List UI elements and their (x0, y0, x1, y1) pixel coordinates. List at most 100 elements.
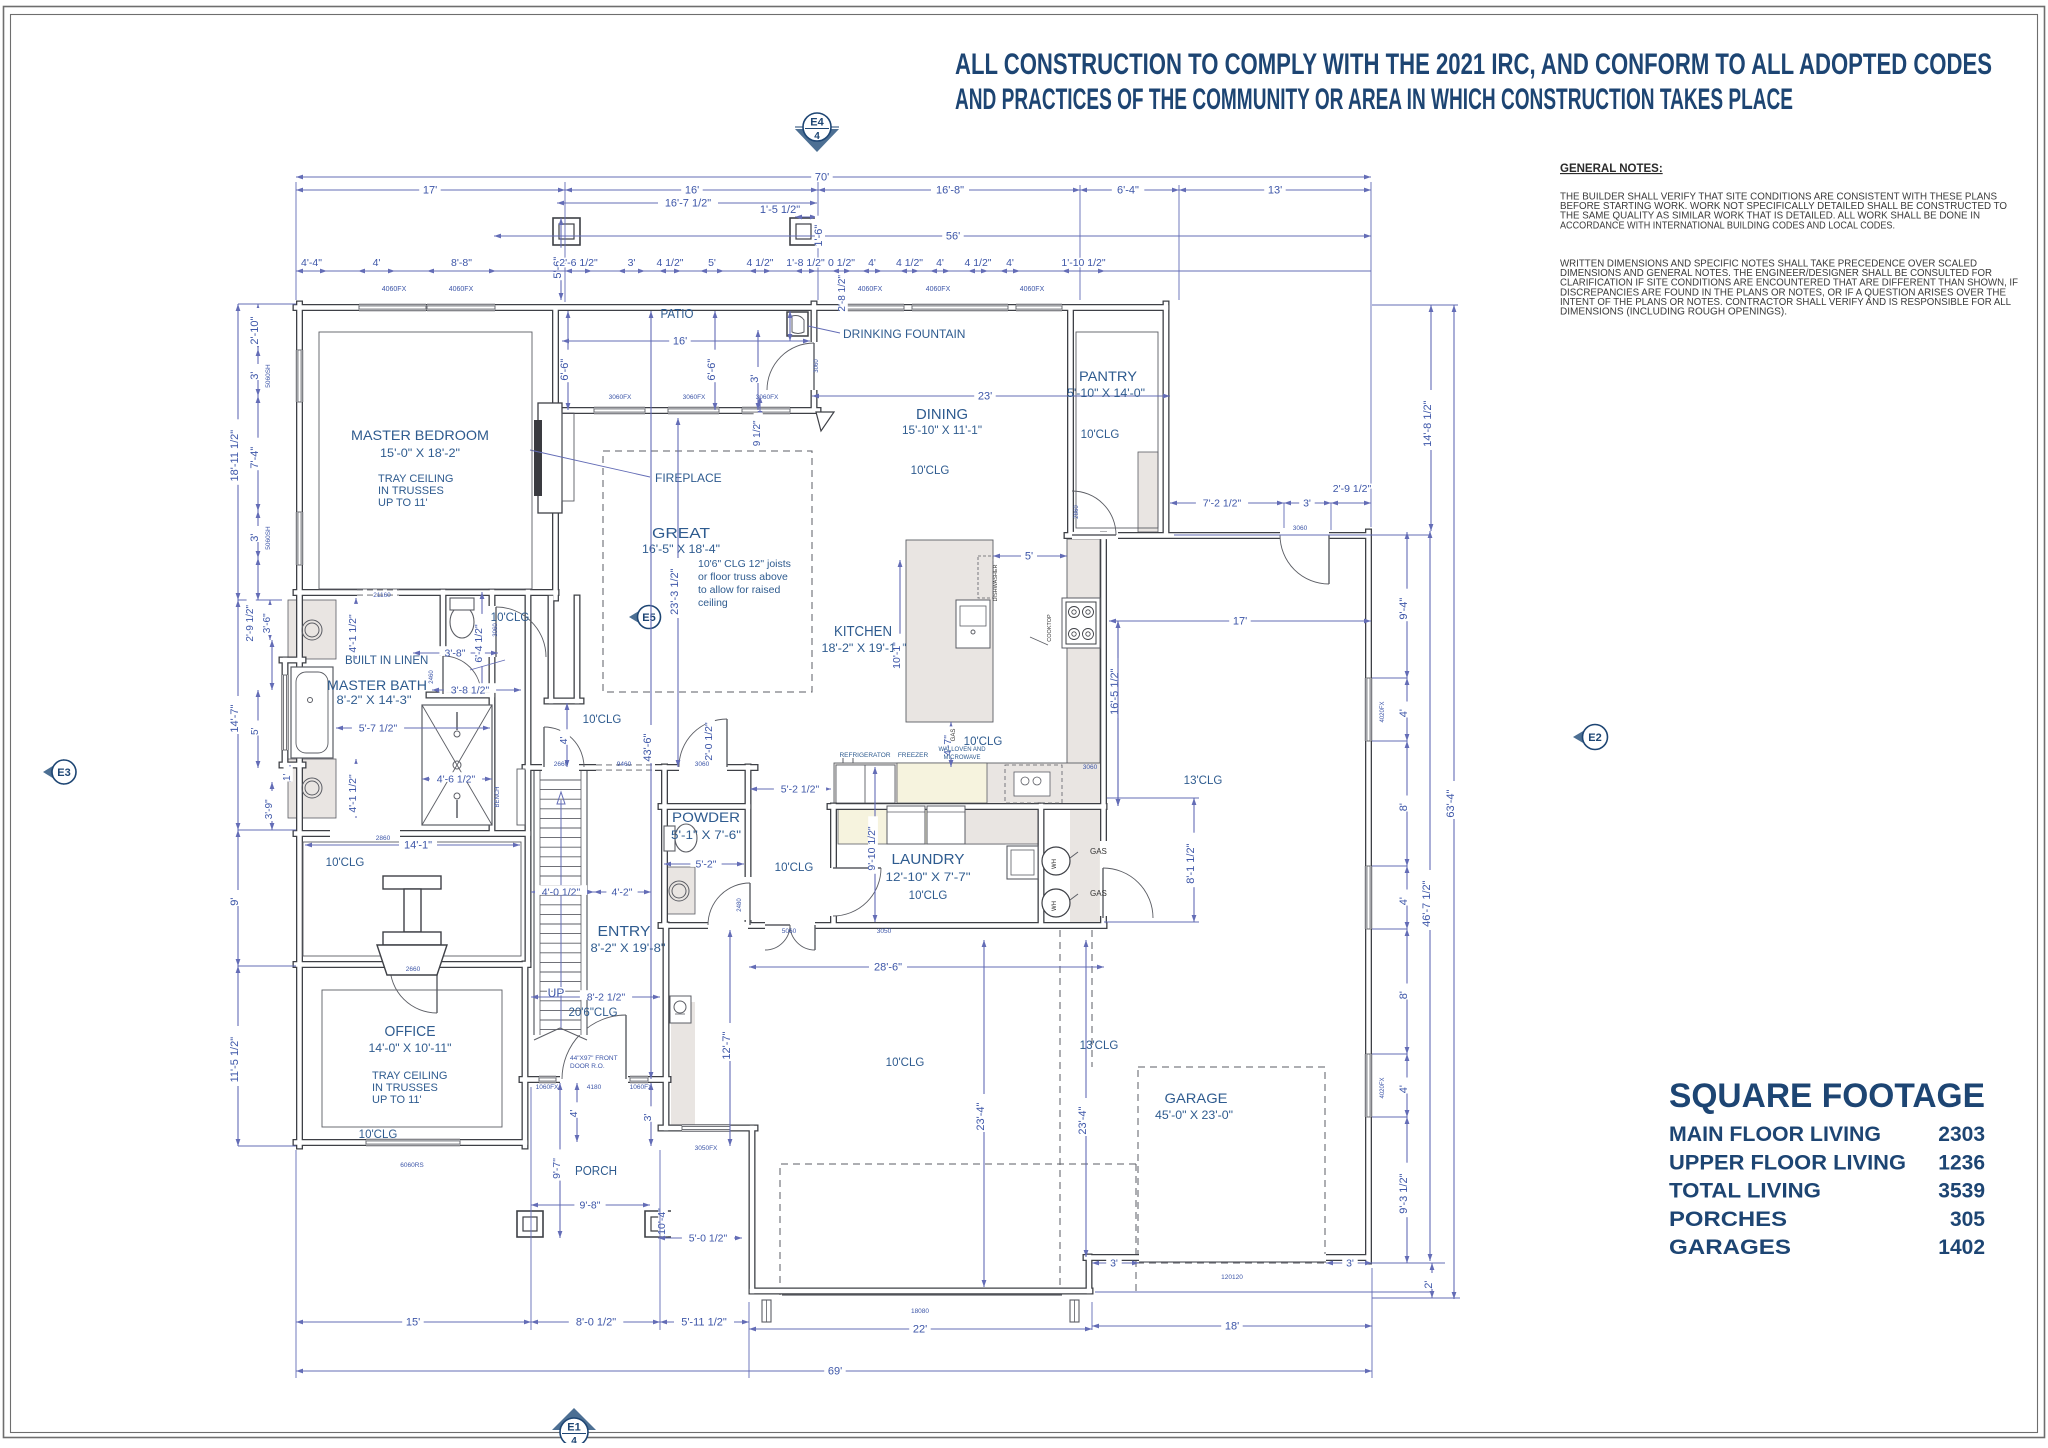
svg-text:45'-0" X 23'-0": 45'-0" X 23'-0" (1155, 1110, 1233, 1122)
svg-text:LAUNDRY: LAUNDRY (892, 851, 965, 868)
svg-text:3050: 3050 (877, 928, 892, 935)
svg-text:PORCHES: PORCHES (1669, 1208, 1787, 1231)
svg-text:E3: E3 (57, 767, 70, 779)
svg-text:14'-0" X 10'-11": 14'-0" X 10'-11" (369, 1043, 452, 1055)
svg-text:18': 18' (1225, 1321, 1239, 1333)
svg-text:5': 5' (1025, 551, 1033, 563)
svg-text:4'-7": 4'-7" (942, 735, 954, 756)
svg-text:10'CLG: 10'CLG (1081, 429, 1120, 441)
svg-text:3060FX: 3060FX (609, 394, 632, 401)
svg-text:5060: 5060 (782, 928, 797, 935)
svg-text:7'-4": 7'-4" (249, 447, 261, 469)
svg-text:5'-2": 5'-2" (696, 858, 717, 870)
svg-text:IN TRUSSES: IN TRUSSES (372, 1082, 438, 1094)
svg-text:69': 69' (828, 1366, 842, 1378)
svg-text:4'-2": 4'-2" (612, 886, 633, 898)
svg-text:9'-8": 9'-8" (580, 1199, 601, 1211)
svg-text:6060RS: 6060RS (400, 1162, 424, 1169)
svg-text:56': 56' (946, 231, 960, 243)
svg-text:8'-2" X 19'-8": 8'-2" X 19'-8" (591, 943, 666, 955)
svg-text:1'-6": 1'-6" (813, 225, 825, 247)
svg-text:8'-0 1/2": 8'-0 1/2" (576, 1317, 616, 1329)
svg-text:18080: 18080 (911, 1308, 929, 1315)
svg-text:13': 13' (1268, 185, 1282, 197)
svg-text:2303: 2303 (1938, 1123, 1985, 1146)
svg-text:2860: 2860 (1074, 505, 1080, 519)
svg-text:DRINKING FOUNTAIN: DRINKING FOUNTAIN (843, 327, 965, 341)
svg-text:GAS: GAS (951, 729, 957, 742)
svg-text:1060FX: 1060FX (536, 1084, 559, 1091)
svg-text:COOKTOP: COOKTOP (1047, 614, 1053, 642)
svg-text:TRAY CEILING: TRAY CEILING (378, 473, 453, 485)
svg-text:20'6"CLG: 20'6"CLG (568, 1007, 617, 1019)
svg-text:12'-10" X 7'-7": 12'-10" X 7'-7" (886, 872, 971, 884)
svg-text:18'-11 1/2": 18'-11 1/2" (229, 430, 241, 482)
svg-text:MASTER BEDROOM: MASTER BEDROOM (351, 427, 489, 443)
svg-text:15'-0" X 18'-2": 15'-0" X 18'-2" (380, 448, 460, 460)
svg-text:CLARIFICATION IF SITE CONDITIO: CLARIFICATION IF SITE CONDITIONS ARE ENC… (1560, 278, 2018, 289)
svg-text:4'-4": 4'-4" (301, 257, 322, 269)
svg-text:GARAGES: GARAGES (1669, 1236, 1791, 1259)
svg-text:13'CLG: 13'CLG (1080, 1040, 1119, 1052)
svg-text:14'-7": 14'-7" (229, 705, 241, 733)
svg-text:or floor truss above: or floor truss above (698, 571, 788, 583)
svg-text:17': 17' (423, 185, 437, 197)
svg-text:16'-5 1/2": 16'-5 1/2" (1109, 668, 1121, 714)
svg-text:4060FX: 4060FX (858, 286, 883, 293)
svg-text:3': 3' (642, 1114, 654, 1122)
svg-text:9460: 9460 (617, 761, 632, 768)
svg-text:4060FX: 4060FX (449, 286, 474, 293)
svg-text:3'-8 1/2": 3'-8 1/2" (451, 684, 490, 696)
svg-text:2'-10": 2'-10" (249, 317, 261, 345)
svg-text:305: 305 (1950, 1208, 1985, 1231)
svg-text:3': 3' (249, 372, 261, 380)
svg-text:14'-8 1/2": 14'-8 1/2" (1422, 400, 1434, 446)
svg-text:4: 4 (814, 131, 820, 142)
svg-text:4'-6 1/2": 4'-6 1/2" (437, 773, 476, 785)
svg-text:BENCH: BENCH (495, 786, 501, 807)
svg-text:3': 3' (749, 375, 761, 383)
svg-text:DISHWASHER: DISHWASHER (993, 564, 999, 601)
svg-text:GENERAL NOTES:: GENERAL NOTES: (1560, 163, 1663, 175)
svg-text:DIMENSIONS (INCLUDING ROUGH OP: DIMENSIONS (INCLUDING ROUGH OPENINGS). (1560, 307, 1787, 318)
svg-text:UPPER FLOOR LIVING: UPPER FLOOR LIVING (1669, 1151, 1906, 1174)
svg-text:5'-6": 5'-6" (552, 257, 564, 279)
svg-text:E4: E4 (810, 117, 824, 129)
svg-text:FIREPLACE: FIREPLACE (655, 471, 722, 485)
svg-text:10'CLG: 10'CLG (775, 862, 814, 874)
svg-text:UP TO 11': UP TO 11' (378, 497, 428, 509)
svg-text:UP: UP (548, 986, 565, 1000)
svg-text:1': 1' (282, 773, 293, 781)
svg-text:4 1/2": 4 1/2" (896, 257, 923, 269)
svg-text:4': 4' (568, 1110, 580, 1118)
svg-text:6'-4 1/2": 6'-4 1/2" (473, 624, 485, 663)
svg-text:UP TO 11': UP TO 11' (372, 1094, 422, 1106)
svg-text:18'-2" X 19'-11": 18'-2" X 19'-11" (822, 643, 907, 655)
svg-text:DISCREPANCIES ARE FOUND IN THE: DISCREPANCIES ARE FOUND IN THE PLANS OR … (1560, 287, 2006, 298)
svg-text:8'-2" X 14'-3": 8'-2" X 14'-3" (337, 695, 412, 707)
svg-text:2460: 2460 (429, 670, 435, 684)
svg-text:6'-4": 6'-4" (1117, 185, 1139, 197)
svg-text:GREAT: GREAT (652, 525, 710, 542)
svg-text:4 1/2": 4 1/2" (656, 257, 683, 269)
svg-text:10'CLG: 10'CLG (886, 1057, 925, 1069)
svg-text:DINING: DINING (916, 406, 968, 423)
svg-text:5060SH: 5060SH (265, 526, 272, 550)
svg-text:14'-1": 14'-1" (404, 840, 432, 852)
svg-text:GAS: GAS (1090, 847, 1107, 856)
svg-text:9'-7": 9'-7" (551, 1158, 563, 1179)
svg-text:23'-3 1/2": 23'-3 1/2" (669, 568, 681, 614)
svg-text:15'-10" X 11'-1": 15'-10" X 11'-1" (902, 425, 982, 437)
svg-text:4': 4' (1398, 1085, 1410, 1093)
svg-text:3': 3' (628, 257, 636, 269)
svg-text:4': 4' (936, 257, 944, 269)
svg-text:4: 4 (571, 1436, 577, 1443)
svg-text:3'-6": 3'-6" (262, 613, 273, 633)
svg-text:10'-4": 10'-4" (656, 1208, 668, 1235)
svg-text:PATIO: PATIO (661, 307, 694, 321)
svg-text:4': 4' (1006, 257, 1014, 269)
svg-text:23'-4": 23'-4" (975, 1103, 987, 1131)
svg-text:2': 2' (1423, 1281, 1435, 1289)
svg-text:MASTER BATH: MASTER BATH (327, 677, 427, 693)
svg-text:AND PRACTICES OF THE COMMUNITY: AND PRACTICES OF THE COMMUNITY OR AREA I… (955, 83, 1793, 116)
